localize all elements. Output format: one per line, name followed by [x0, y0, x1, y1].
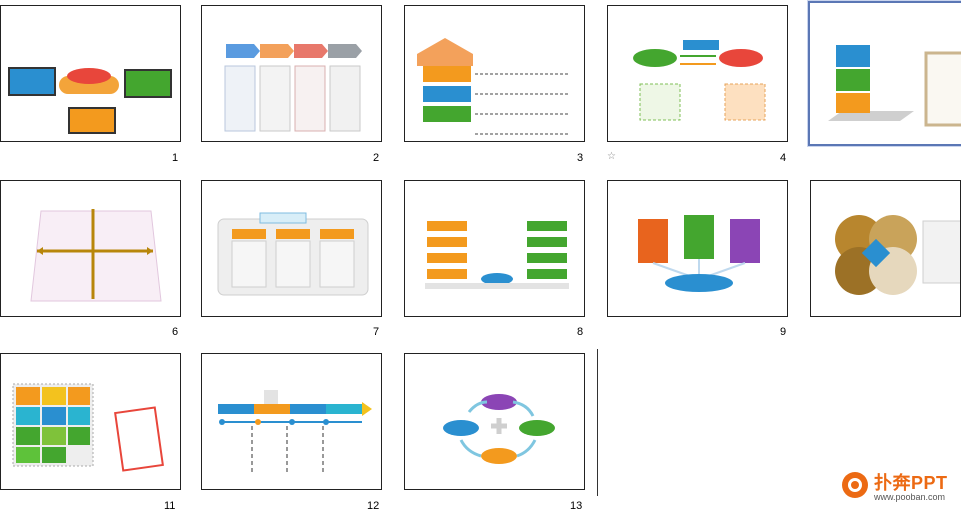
slide-thumbnail-11[interactable] — [0, 353, 181, 490]
logo-brand-text: 扑奔PPT — [874, 473, 948, 493]
slide-thumbnail-5[interactable] — [808, 1, 961, 146]
slide-9-preview — [638, 215, 760, 292]
slide-thumbnail-10[interactable] — [810, 180, 961, 317]
slide-7-preview — [217, 212, 369, 296]
star-icon[interactable]: ☆ — [607, 151, 616, 162]
logo-icon — [842, 472, 868, 498]
insertion-cursor-line — [597, 349, 598, 496]
slide-10-preview — [835, 215, 960, 295]
slide-thumbnail-12[interactable] — [201, 353, 382, 490]
slide-3-preview — [417, 38, 570, 135]
slide-2-preview — [224, 44, 362, 132]
slide-11-preview — [12, 383, 164, 472]
slide-number-8: 8 — [577, 326, 584, 338]
slide-13-preview — [443, 394, 555, 464]
slide-12-preview — [218, 390, 372, 472]
slide-8-preview — [425, 221, 569, 289]
slide-number-3: 3 — [577, 152, 584, 164]
slide-thumbnail-13[interactable] — [404, 353, 585, 490]
slide-number-4: 4 — [780, 152, 787, 164]
slide-number-13: 13 — [570, 500, 583, 512]
slide-number-9: 9 — [780, 326, 787, 338]
slide-6-preview — [30, 209, 162, 302]
slide-thumbnail-7[interactable] — [201, 180, 382, 317]
slide-thumbnail-9[interactable] — [607, 180, 788, 317]
slide-thumbnail-8[interactable] — [404, 180, 585, 317]
slide-thumbnail-6[interactable] — [0, 180, 181, 317]
slide-1-preview — [8, 67, 172, 134]
slide-5-preview — [828, 45, 961, 127]
slide-number-12: 12 — [367, 500, 380, 512]
slide-number-2: 2 — [373, 152, 380, 164]
slide-4-preview — [633, 40, 766, 121]
slide-thumbnail-1[interactable] — [0, 5, 181, 142]
slide-thumbnail-3[interactable] — [404, 5, 585, 142]
slide-thumbnail-4[interactable] — [607, 5, 788, 142]
slide-number-11: 11 — [164, 500, 176, 512]
slide-thumbnail-2[interactable] — [201, 5, 382, 142]
logo-url-text: www.pooban.com — [874, 492, 946, 502]
slide-number-6: 6 — [172, 326, 179, 338]
slide-number-7: 7 — [373, 326, 380, 338]
slide-number-1: 1 — [172, 152, 179, 164]
watermark-logo: 扑奔PPT www.pooban.com — [840, 470, 961, 507]
